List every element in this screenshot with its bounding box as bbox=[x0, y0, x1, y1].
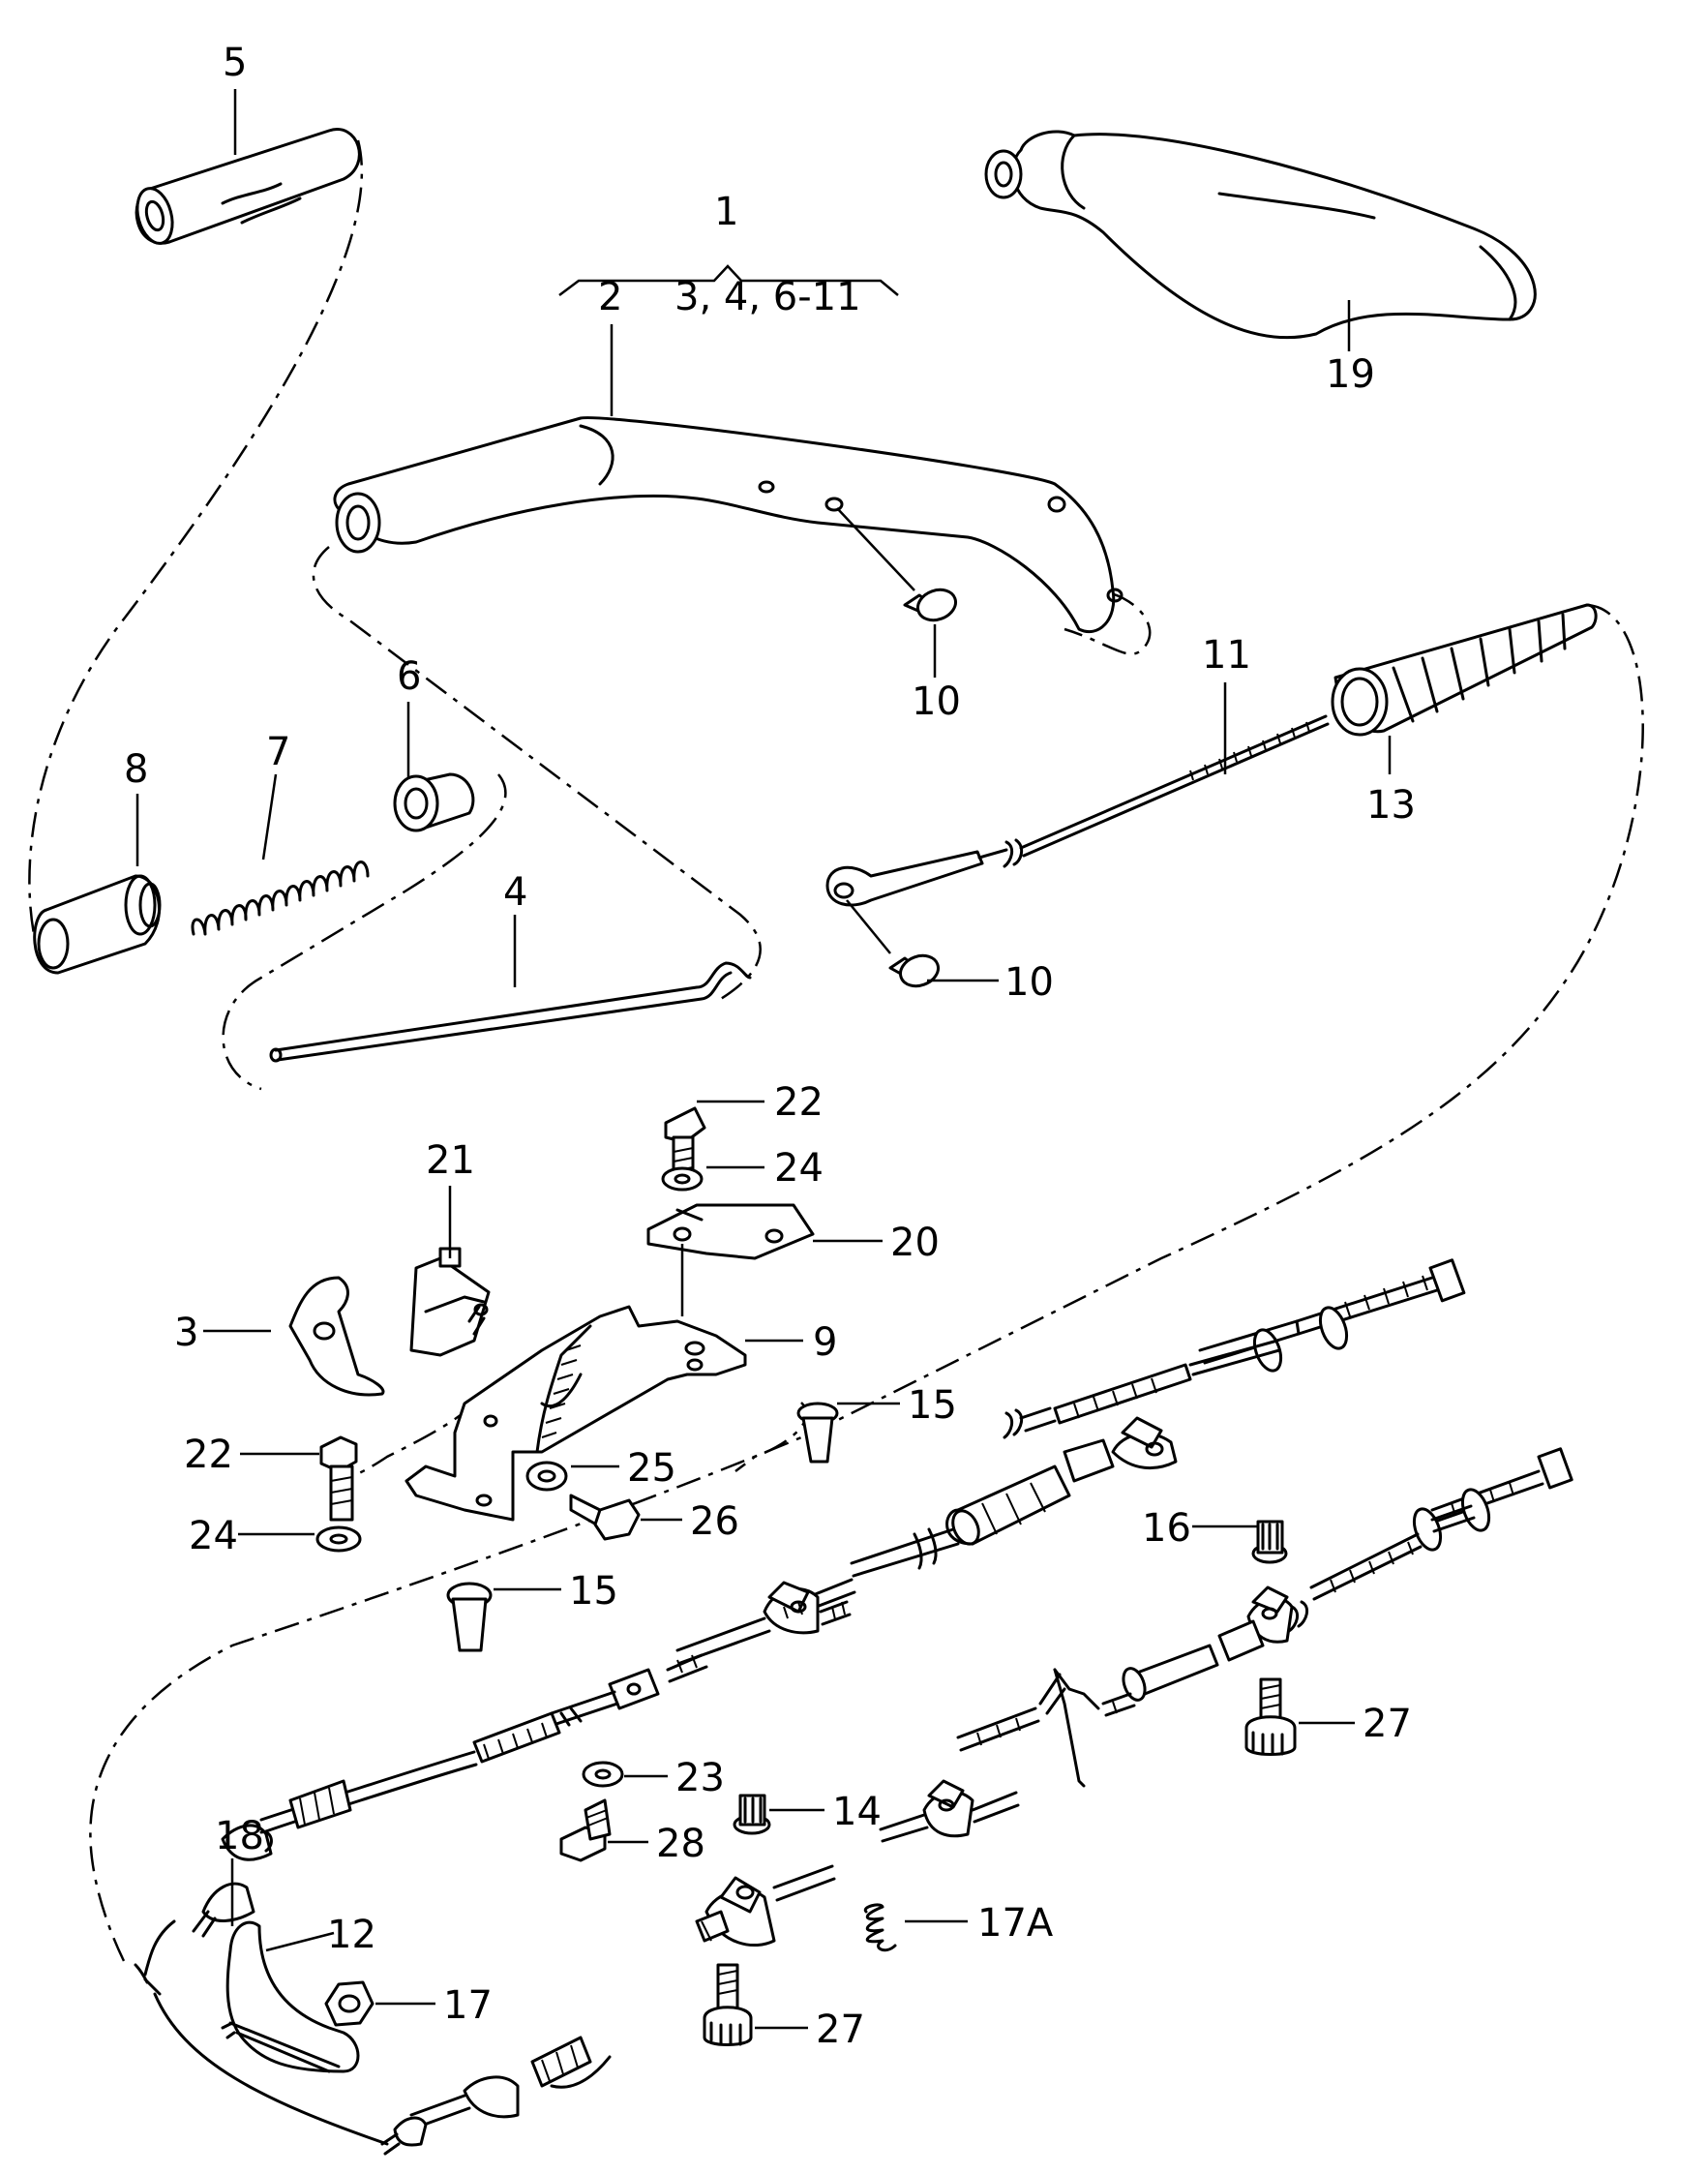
callout-1: 1 bbox=[714, 190, 738, 234]
callout-24-upper: 24 bbox=[774, 1146, 824, 1191]
brake-cable-main bbox=[143, 1258, 1466, 1977]
callout-22-lower: 22 bbox=[184, 1433, 233, 1477]
callout-4: 4 bbox=[503, 870, 527, 915]
spreading-nut-part-16 bbox=[1251, 1520, 1288, 1564]
leader-lines bbox=[135, 89, 1392, 2030]
callout-17: 17 bbox=[443, 1983, 493, 2028]
callout-21: 21 bbox=[426, 1138, 475, 1183]
callout-25: 25 bbox=[627, 1446, 676, 1491]
bolt-part-28 bbox=[559, 1798, 612, 1862]
screw-part-27-lower bbox=[703, 1963, 753, 2046]
washer-part-24-upper bbox=[661, 1166, 704, 1192]
nut-part-17 bbox=[324, 1980, 375, 2027]
callout-14: 14 bbox=[832, 1790, 882, 1834]
brake-cable-secondary bbox=[134, 1447, 1573, 2156]
callout-15-lower: 15 bbox=[569, 1569, 618, 1614]
washer-part-24-lower bbox=[315, 1525, 362, 1553]
plate-part-20 bbox=[646, 1203, 815, 1260]
callout-8: 8 bbox=[124, 747, 148, 792]
callout-28: 28 bbox=[656, 1822, 705, 1866]
spring-clip-part-17A bbox=[863, 1903, 897, 1952]
callout-18: 18 bbox=[215, 1814, 264, 1858]
callout-5: 5 bbox=[223, 41, 247, 85]
callout-27-upper: 27 bbox=[1363, 1702, 1412, 1746]
assembly-lines bbox=[28, 139, 1644, 1966]
callout-3-4-6-11: 3, 4, 6-11 bbox=[674, 275, 861, 319]
callout-26: 26 bbox=[690, 1499, 739, 1544]
spring-part-7 bbox=[191, 861, 370, 936]
washer-part-23 bbox=[582, 1761, 624, 1788]
callout-2: 2 bbox=[598, 275, 622, 319]
switch-part-21 bbox=[409, 1247, 491, 1357]
callout-7: 7 bbox=[266, 730, 290, 774]
callout-19: 19 bbox=[1326, 352, 1375, 397]
callout-11: 11 bbox=[1202, 633, 1251, 678]
screw-part-27-upper bbox=[1244, 1677, 1297, 1756]
callout-13: 13 bbox=[1366, 783, 1416, 828]
callout-17A: 17A bbox=[977, 1901, 1054, 1946]
rivet-part-10-lower bbox=[846, 899, 940, 988]
spreading-nut-part-15-upper bbox=[796, 1402, 839, 1464]
rivet-part-10-upper bbox=[836, 507, 957, 622]
washer-part-25 bbox=[525, 1461, 568, 1492]
callout-10-lower: 10 bbox=[1004, 960, 1054, 1005]
callout-3: 3 bbox=[174, 1311, 198, 1355]
callout-9: 9 bbox=[813, 1320, 837, 1365]
callout-22-upper: 22 bbox=[774, 1080, 824, 1125]
callout-15-upper: 15 bbox=[908, 1383, 957, 1428]
release-button-part-8 bbox=[33, 874, 162, 975]
callout-12: 12 bbox=[327, 1913, 376, 1957]
guide-part-12 bbox=[221, 1920, 360, 2073]
spreading-nut-part-14 bbox=[733, 1794, 771, 1835]
callout-16: 16 bbox=[1142, 1506, 1191, 1551]
callouts: 5 1 2 3, 4, 6-11 19 10 11 13 6 7 8 4 10 … bbox=[124, 41, 1416, 2052]
callout-20: 20 bbox=[890, 1221, 940, 1265]
brake-lever-part-2 bbox=[333, 416, 1124, 634]
bushing-part-6 bbox=[393, 772, 475, 832]
cover-part-3 bbox=[288, 1276, 385, 1397]
callout-27-lower: 27 bbox=[816, 2008, 865, 2052]
callout-10-upper: 10 bbox=[912, 679, 961, 724]
handle-grip-part-5 bbox=[135, 128, 361, 245]
bracket-part-9 bbox=[405, 1305, 747, 1522]
bolt-part-22-lower bbox=[319, 1435, 358, 1522]
bolt-part-26 bbox=[569, 1494, 641, 1541]
release-rod-part-4 bbox=[269, 961, 752, 1063]
handle-cover-part-19 bbox=[984, 130, 1537, 340]
boot-part-13 bbox=[1331, 603, 1598, 737]
pull-rod-part-11 bbox=[825, 714, 1330, 907]
callout-24-lower: 24 bbox=[189, 1514, 238, 1558]
callout-23: 23 bbox=[675, 1756, 725, 1800]
spreading-nut-part-15-lower bbox=[446, 1582, 493, 1652]
callout-6: 6 bbox=[397, 654, 421, 699]
